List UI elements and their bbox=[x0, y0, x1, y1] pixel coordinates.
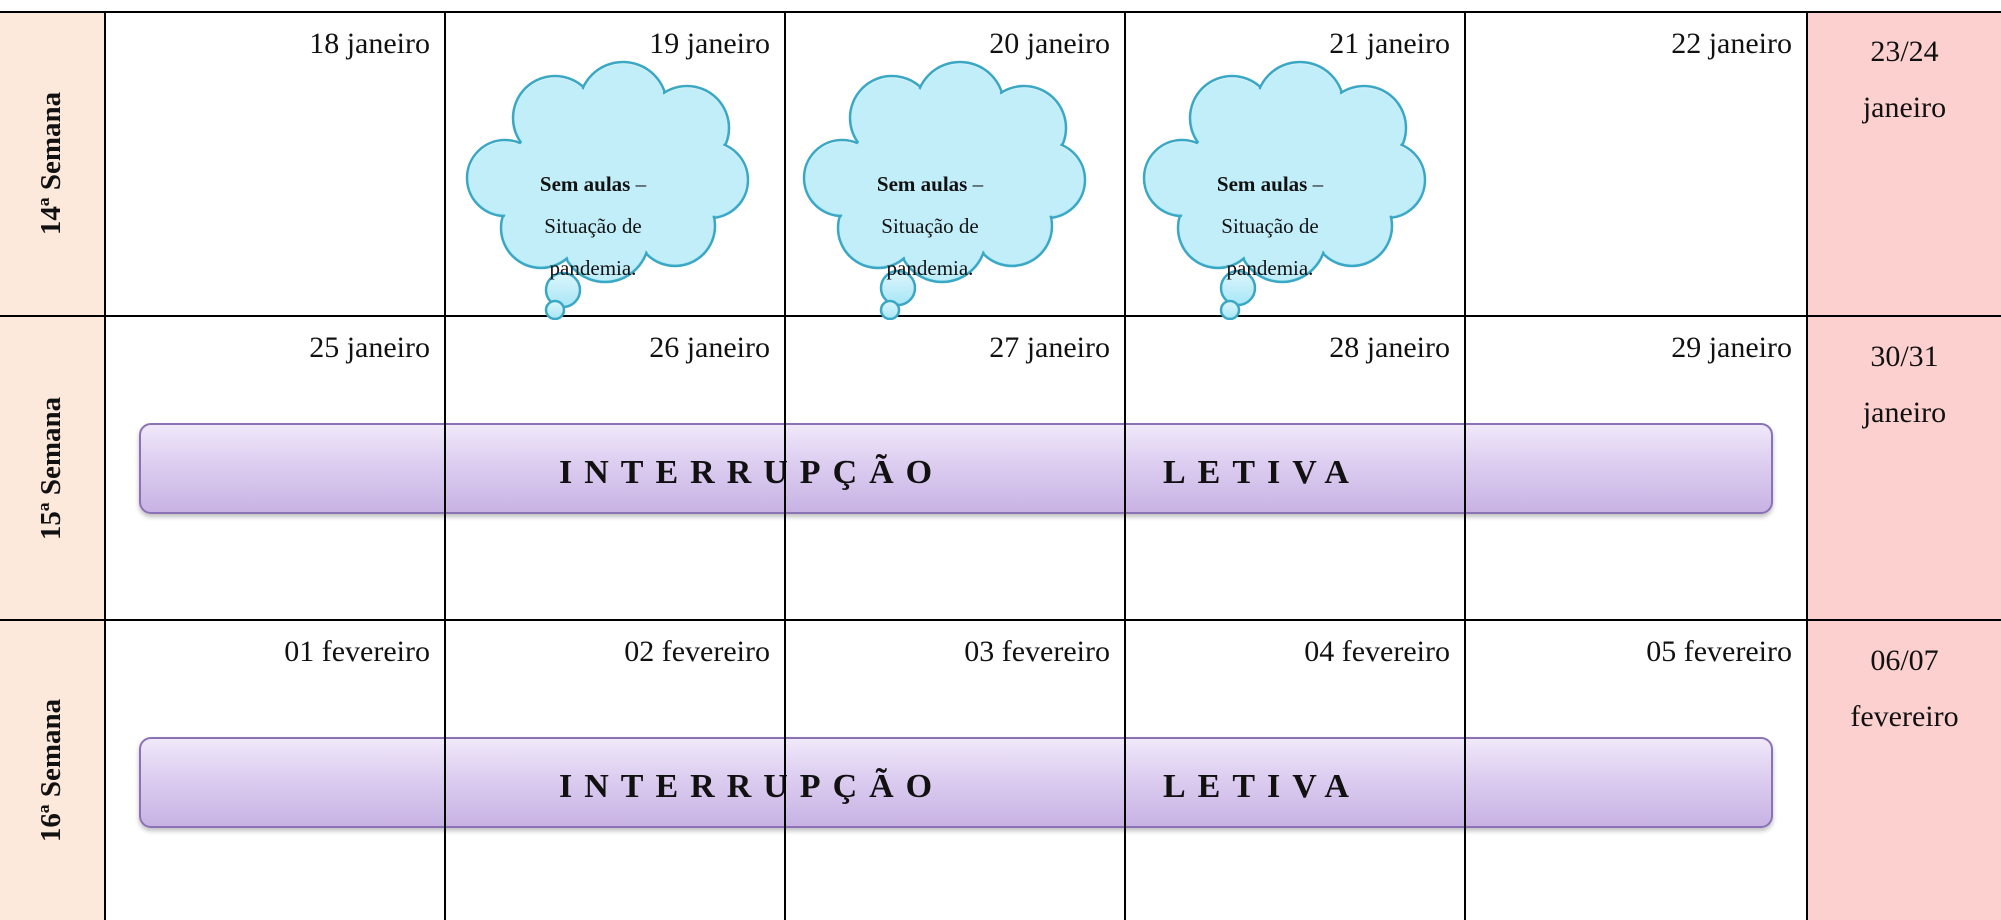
day-cell: 27 janeiro bbox=[786, 317, 1124, 619]
day-date: 18 janeiro bbox=[309, 27, 430, 60]
day-date: 20 janeiro bbox=[989, 27, 1110, 60]
day-date: 21 janeiro bbox=[1329, 27, 1450, 60]
day-cell: 21 janeiro bbox=[1126, 13, 1464, 315]
week-label-text: 14ª Semana bbox=[35, 91, 68, 236]
banner-word-interrupcao: INTERRUPÇÃO bbox=[559, 454, 945, 491]
banner-word-letiva: LETIVA bbox=[1163, 454, 1361, 491]
day-cell: 02 fevereiro bbox=[446, 621, 784, 920]
day-cell: 03 fevereiro bbox=[786, 621, 1124, 920]
day-cell: 20 janeiro bbox=[786, 13, 1124, 315]
interruption-banner: INTERRUPÇÃO LETIVA bbox=[139, 423, 1773, 514]
day-date: 29 janeiro bbox=[1671, 331, 1792, 364]
day-date: 05 fevereiro bbox=[1646, 635, 1792, 668]
day-cell: 01 fevereiro bbox=[106, 621, 444, 920]
day-cell: 22 janeiro bbox=[1466, 13, 1806, 315]
day-date: 27 janeiro bbox=[989, 331, 1110, 364]
grid-column-divider bbox=[784, 737, 786, 828]
grid-column-divider bbox=[444, 423, 446, 514]
day-date: 19 janeiro bbox=[649, 27, 770, 60]
grid-column-divider bbox=[1124, 423, 1126, 514]
grid-top-border bbox=[0, 11, 2001, 13]
grid-column-divider bbox=[1806, 12, 1808, 920]
day-cell: 25 janeiro bbox=[106, 317, 444, 619]
day-date: 03 fevereiro bbox=[964, 635, 1110, 668]
day-cell: 28 janeiro bbox=[1126, 317, 1464, 619]
grid-column-divider bbox=[444, 737, 446, 828]
day-date: 22 janeiro bbox=[1671, 27, 1792, 60]
grid-row-divider bbox=[0, 315, 2001, 317]
grid-column-divider bbox=[1124, 737, 1126, 828]
grid-column-divider bbox=[1464, 423, 1466, 514]
day-date: 04 fevereiro bbox=[1304, 635, 1450, 668]
day-cell: 18 janeiro bbox=[106, 13, 444, 315]
grid-row-divider bbox=[0, 619, 2001, 621]
interruption-banner: INTERRUPÇÃO LETIVA bbox=[139, 737, 1773, 828]
grid-column-divider bbox=[784, 423, 786, 514]
grid-column-divider bbox=[104, 12, 106, 920]
day-date: 25 janeiro bbox=[309, 331, 430, 364]
day-cell: 19 janeiro bbox=[446, 13, 784, 315]
thought-cloud-icon bbox=[802, 60, 1087, 320]
day-cell: 26 janeiro bbox=[446, 317, 784, 619]
day-date: 01 fevereiro bbox=[284, 635, 430, 668]
day-date: 28 janeiro bbox=[1329, 331, 1450, 364]
banner-word-letiva: LETIVA bbox=[1163, 768, 1361, 805]
week-label-14: 14ª Semana bbox=[0, 12, 104, 315]
week-label-text: 16ª Semana bbox=[35, 698, 68, 843]
day-date: 26 janeiro bbox=[649, 331, 770, 364]
thought-cloud-icon bbox=[465, 60, 750, 320]
day-cell: 29 janeiro bbox=[1466, 317, 1806, 619]
banner-word-interrupcao: INTERRUPÇÃO bbox=[559, 768, 945, 805]
grid-column-divider bbox=[1464, 737, 1466, 828]
thought-cloud-icon bbox=[1142, 60, 1427, 320]
day-cell: 04 fevereiro bbox=[1126, 621, 1464, 920]
week-label-16: 16ª Semana bbox=[0, 621, 104, 920]
day-date: 02 fevereiro bbox=[624, 635, 770, 668]
day-cell: 05 fevereiro bbox=[1466, 621, 1806, 920]
week-label-text: 15ª Semana bbox=[35, 396, 68, 540]
week-label-15: 15ª Semana bbox=[0, 317, 104, 619]
